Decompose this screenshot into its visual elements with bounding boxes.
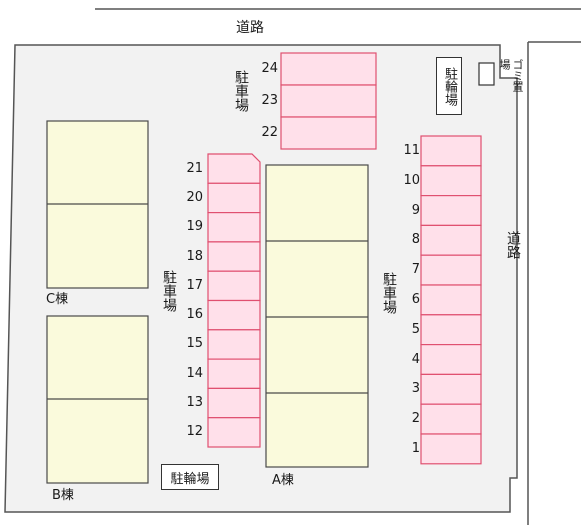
building-a [265, 164, 369, 468]
parking-space-3 [420, 373, 482, 405]
bicycle-parking-bottom-label: 駐輪場 [170, 471, 210, 487]
building-a-label: A棟 [272, 473, 294, 488]
parking-spaces-left [207, 153, 261, 448]
parking-space-24 [280, 52, 377, 86]
parking-space-number: 13 [186, 395, 203, 411]
garbage-label: ゴミ置場 [498, 59, 524, 92]
parking-space-number: 16 [186, 307, 203, 323]
parking-space-number: 3 [411, 381, 420, 397]
parking-space-18 [207, 241, 261, 272]
parking-space-6 [420, 284, 482, 316]
parking-space-number: 21 [186, 160, 203, 176]
parking-space-2 [420, 403, 482, 435]
parking-space-number: 20 [186, 189, 203, 205]
parking-space-number: 11 [403, 142, 420, 158]
parking-space-12 [207, 417, 261, 448]
parking-space-number: 8 [411, 232, 420, 248]
parking-space-11 [420, 135, 482, 167]
garbage-box [478, 62, 495, 86]
parking-space-number: 2 [411, 411, 420, 427]
parking-space-14 [207, 358, 261, 390]
parking-label-right: 駐車場 [381, 272, 397, 314]
building-c-label: C棟 [46, 292, 69, 307]
parking-space-13 [207, 387, 261, 419]
top-road-label: 道路 [236, 20, 264, 36]
parking-space-number: 19 [186, 219, 203, 235]
parking-space-number: 22 [261, 125, 278, 140]
parking-space-number: 9 [411, 202, 420, 218]
parking-space-22 [280, 116, 377, 150]
parking-space-7 [420, 254, 482, 286]
parking-space-1 [420, 433, 482, 465]
parking-space-number: 18 [186, 248, 203, 264]
parking-space-number: 24 [261, 61, 278, 76]
parking-spaces-top [280, 52, 377, 150]
parking-space-23 [280, 84, 377, 118]
parking-space-number: 7 [411, 262, 420, 278]
parking-space-number: 23 [261, 93, 278, 108]
parking-space-number: 6 [411, 291, 420, 307]
bicycle-parking-top-right: 駐輪場 [436, 57, 462, 115]
parking-space-4 [420, 344, 482, 376]
parking-space-8 [420, 224, 482, 256]
parking-spaces-right [420, 135, 482, 465]
parking-space-20 [207, 182, 261, 214]
bicycle-parking-bottom: 駐輪場 [161, 464, 219, 490]
parking-space-number: 4 [411, 351, 420, 367]
parking-space-21 [207, 153, 261, 184]
parking-space-number: 17 [186, 277, 203, 293]
parking-space-number: 12 [186, 424, 203, 440]
parking-space-17 [207, 270, 261, 302]
parking-space-number: 15 [186, 336, 203, 352]
parking-space-16 [207, 299, 261, 331]
parking-space-number: 14 [186, 365, 203, 381]
parking-label-left: 駐車場 [161, 270, 177, 312]
parking-space-5 [420, 314, 482, 346]
parking-space-number: 5 [411, 321, 420, 337]
parking-space-number: 10 [403, 172, 420, 188]
right-road-label: 道路 [505, 231, 521, 259]
parking-space-19 [207, 212, 261, 243]
parking-space-10 [420, 165, 482, 197]
bicycle-parking-top-right-label: 駐輪場 [442, 66, 457, 106]
parking-space-number: 1 [411, 440, 420, 456]
parking-space-15 [207, 329, 261, 360]
building-b [46, 315, 149, 484]
building-b-label: B棟 [52, 488, 74, 503]
parking-space-9 [420, 195, 482, 227]
building-c [46, 120, 149, 289]
parking-label-top: 駐車場 [233, 70, 249, 112]
